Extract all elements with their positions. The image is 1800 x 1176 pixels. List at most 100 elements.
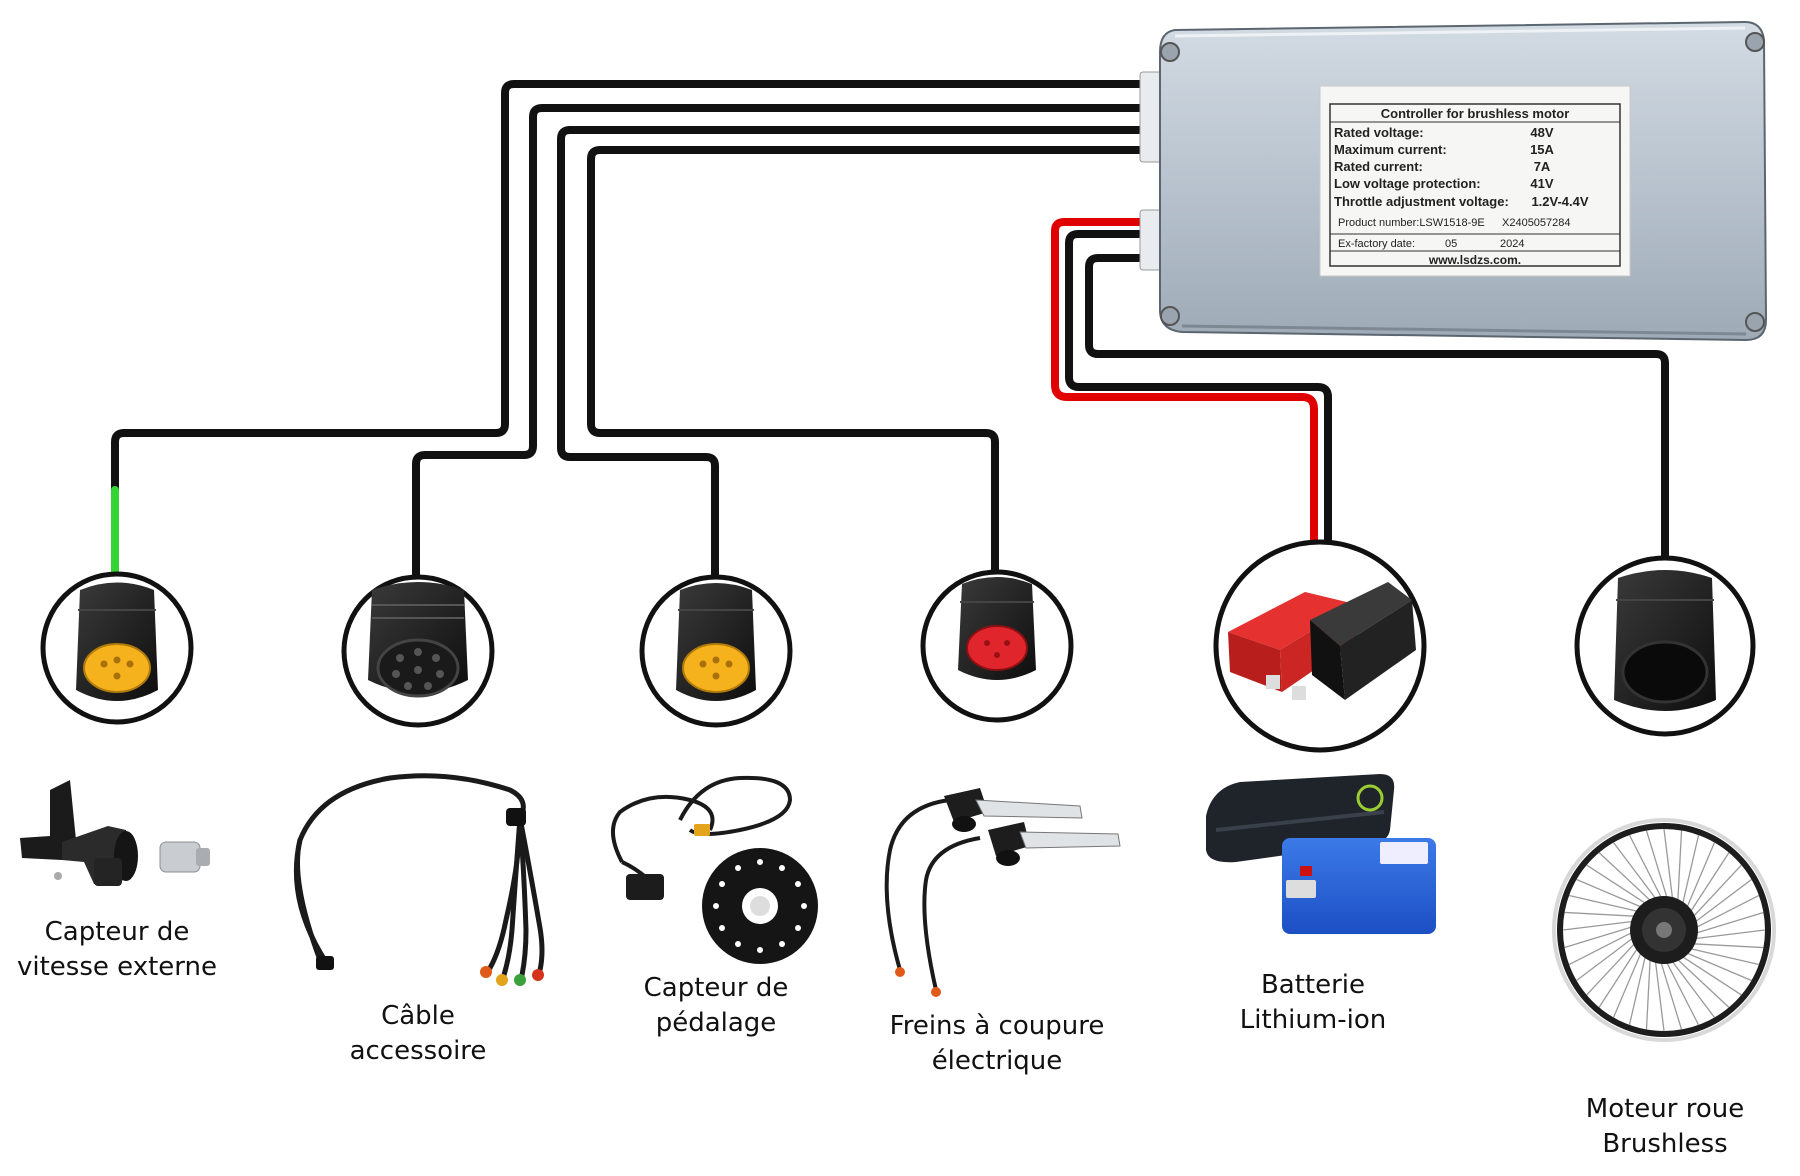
connector-accessory-cable xyxy=(341,574,495,728)
screw-icon xyxy=(1745,32,1765,52)
wheel-spoke xyxy=(1675,957,1730,1008)
spec-value: 1.2V-4.4V xyxy=(1531,194,1588,209)
spec-name: Maximum current: xyxy=(1334,142,1447,157)
connector-battery xyxy=(1213,539,1427,753)
wheel-spoke xyxy=(1685,842,1716,910)
wheel-spoke xyxy=(1576,936,1636,982)
controller-box: Controller for brushless motor Rated vol… xyxy=(1139,20,1768,342)
controller-bottom-edge xyxy=(1181,324,1747,336)
exfactory-month: 05 xyxy=(1445,238,1457,250)
wheel-spoke xyxy=(1628,834,1664,901)
wire-brakes xyxy=(587,146,1154,579)
wire-accessory-cable xyxy=(412,104,1154,579)
caption-battery-line1: Batterie xyxy=(1261,970,1365,1000)
motor-wheel-product xyxy=(1552,818,1776,1042)
wheel-spoke xyxy=(1688,852,1730,915)
caption-speed-sensor-line1: Capteur de xyxy=(45,917,190,947)
caption-accessory-cable-line1: Câble xyxy=(381,1001,455,1031)
pedal-sensor-product xyxy=(611,775,818,964)
spec-value: 7A xyxy=(1534,159,1551,174)
wheel-spoke xyxy=(1568,894,1641,913)
accessory-cable-product xyxy=(293,773,545,986)
caption-motor-line1: Moteur roue xyxy=(1586,1094,1744,1124)
wire-motor xyxy=(1085,254,1669,564)
spec-name: Throttle adjustment voltage: xyxy=(1334,194,1509,209)
wheel-spoke xyxy=(1687,947,1760,966)
wheel-spoke xyxy=(1612,950,1643,1018)
controller-spec-table xyxy=(1329,103,1621,267)
wheel-spoke xyxy=(1645,956,1651,1030)
yellow-pin-face xyxy=(83,643,151,693)
screw-icon xyxy=(1160,42,1180,62)
wheel-spoke xyxy=(1598,852,1653,903)
manufacturer-website: www.lsdzs.com. xyxy=(1428,253,1521,267)
wheel-spoke xyxy=(1564,911,1638,917)
caption-speed-sensor-line2: vitesse externe xyxy=(17,952,217,982)
spec-name: Rated current: xyxy=(1334,159,1423,174)
yellow-pin-face xyxy=(682,643,750,693)
wheel-spoke xyxy=(1677,830,1683,904)
connector-motor xyxy=(1574,555,1756,737)
wheel-spoke xyxy=(1586,864,1649,906)
controller-spec-sticker xyxy=(1319,85,1631,277)
connector-brakes xyxy=(920,569,1074,723)
wheel-spoke xyxy=(1568,930,1635,966)
spec-value: 48V xyxy=(1530,125,1553,140)
wire-speed-sensor xyxy=(111,80,1154,494)
caption-brakes-line1: Freins à coupure xyxy=(890,1011,1105,1041)
connector-pedal-sensor xyxy=(639,574,793,728)
connector-speed-sensor xyxy=(40,571,194,725)
wheel-spoke xyxy=(1681,834,1700,907)
caption-accessory-cable-line2: accessoire xyxy=(350,1036,487,1066)
wheel-spoke xyxy=(1679,954,1742,996)
spec-value: 41V xyxy=(1530,176,1553,191)
red-pin-face xyxy=(966,625,1028,671)
screw-icon xyxy=(1745,312,1765,332)
spec-name: Low voltage protection: xyxy=(1334,176,1481,191)
brake-levers-product xyxy=(884,788,1121,997)
wheel-spoke xyxy=(1586,941,1637,996)
wheel-spoke xyxy=(1576,878,1644,909)
speed-sensor-product xyxy=(20,780,210,886)
wires xyxy=(111,80,1669,581)
wheel-spoke xyxy=(1654,958,1665,1032)
caption-brakes-line2: électrique xyxy=(932,1046,1063,1076)
wheel-spoke xyxy=(1663,828,1674,902)
wheel-spoke xyxy=(1562,920,1636,931)
exfactory-label: Ex-factory date: xyxy=(1338,238,1415,250)
wheel-spoke xyxy=(1693,894,1760,930)
wheel-spoke xyxy=(1612,842,1658,902)
wheel-spoke xyxy=(1645,830,1669,901)
serial-number: X2405057284 xyxy=(1502,217,1571,229)
wheel-spoke xyxy=(1659,959,1683,1030)
screw-icon xyxy=(1160,306,1180,326)
wire-battery-negative xyxy=(1065,230,1332,548)
wheel-spoke xyxy=(1628,953,1647,1026)
caption-battery-line2: Lithium-ion xyxy=(1240,1005,1386,1035)
spec-name: Rated voltage: xyxy=(1334,125,1424,140)
captions: Capteur de vitesse externe Câble accesso… xyxy=(17,917,1744,1159)
spec-value: 15A xyxy=(1530,142,1554,157)
battery-product xyxy=(1206,774,1436,934)
caption-motor-line2: Brushless xyxy=(1602,1129,1727,1159)
product-number: Product number:LSW1518-9E xyxy=(1338,217,1485,229)
wheel-spoke xyxy=(1692,929,1766,940)
caption-pedal-sensor-line1: Capteur de xyxy=(644,973,789,1003)
wheel-spoke xyxy=(1693,911,1764,935)
wheel-spoke xyxy=(1691,864,1742,919)
controller-connector-block-top xyxy=(1139,71,1163,163)
wire-pedal-sensor xyxy=(557,126,1154,581)
caption-pedal-sensor-line2: pédalage xyxy=(656,1008,777,1038)
controller-title: Controller for brushless motor xyxy=(1381,106,1570,121)
wheel-spoke xyxy=(1564,925,1635,949)
wheel-spoke xyxy=(1598,945,1640,1008)
wheel-spoke xyxy=(1690,943,1764,949)
controller-top-ridge xyxy=(1174,26,1746,38)
exfactory-year: 2024 xyxy=(1500,238,1524,250)
wheel-spoke xyxy=(1684,951,1752,982)
motor-socket xyxy=(1621,640,1709,704)
wheel-spoke xyxy=(1664,959,1700,1026)
wire-battery-positive xyxy=(1051,218,1318,548)
wheel-spoke xyxy=(1670,958,1716,1018)
